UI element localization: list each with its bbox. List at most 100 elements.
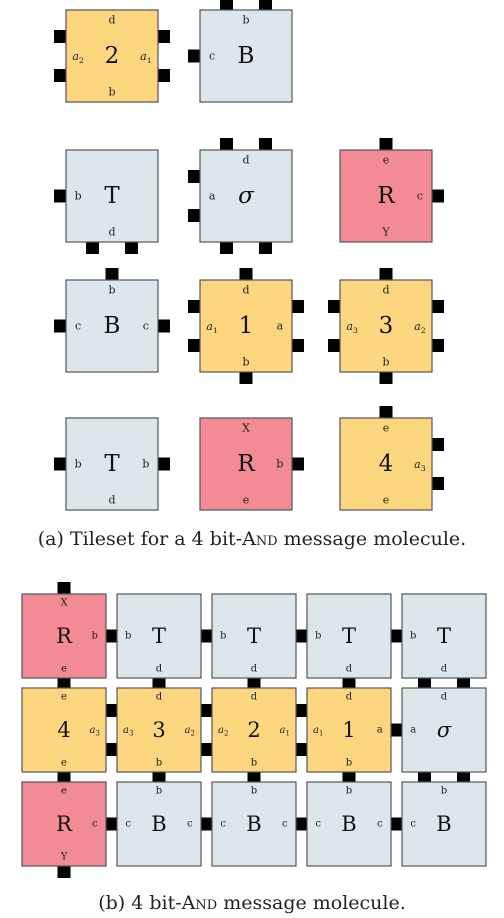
caption-molecule-and: And	[181, 892, 218, 914]
mol-b-4-north-label: b	[441, 786, 447, 797]
tile-3-glue-north-0	[379, 268, 393, 280]
mol-3-body	[116, 687, 202, 773]
mol-1-label: 1	[342, 718, 355, 742]
mol-b-3-east-label: c	[377, 819, 383, 830]
tile-sigma: σda	[199, 149, 293, 243]
bond-v1-c0-0	[57, 770, 71, 784]
tile-2-east-label: a1	[140, 50, 151, 65]
tile-r-2-label: R	[237, 451, 255, 477]
mol-sigma: σda	[401, 687, 487, 773]
bond-v0-c0-0	[57, 676, 71, 690]
tile-2-south-label: b	[108, 85, 115, 98]
bond-v1-c2-0	[247, 770, 261, 784]
mol-2-south-label: b	[251, 757, 257, 768]
mol-1-body	[306, 687, 392, 773]
mol-t-4: Tdb	[401, 593, 487, 679]
bond-v0-c2-0	[247, 676, 261, 690]
mol-t-1-label: T	[152, 624, 166, 648]
mol-2-west-label: a2	[218, 725, 228, 738]
caption-molecule-suffix: message molecule.	[217, 892, 406, 914]
bond-r0-c1-0	[199, 629, 214, 643]
mol-r-top-body	[21, 593, 107, 679]
tile-r-2-glue-east-0	[292, 457, 304, 471]
tile-3-north-label: d	[382, 284, 389, 297]
tile-b-mid-label: B	[104, 313, 121, 339]
tile-b-mid-east-label: c	[143, 320, 149, 333]
mol-t-4-south-label: d	[441, 663, 448, 674]
tile-3-west-label: a3	[346, 320, 358, 335]
bond-v0-c1-0	[152, 676, 166, 690]
tile-t-1-west-label: b	[75, 190, 82, 203]
mol-2-east-label: a1	[280, 725, 290, 738]
tile-t-2-label: T	[104, 451, 120, 477]
tile-r-1-south-label: Y	[381, 225, 390, 238]
tile-t-1-glue-south-0	[86, 242, 99, 254]
mol-4-east-label: a3	[90, 725, 100, 738]
tile-r-1-body	[339, 149, 433, 243]
mol-t-2-south-label: d	[251, 663, 258, 674]
mol-t-4-label: T	[437, 624, 451, 648]
mol-b-1-west-label: c	[125, 819, 131, 830]
mol-b-2-body	[211, 781, 297, 867]
tile-3-label: 3	[379, 313, 394, 339]
tile-b-top-label: B	[238, 43, 255, 69]
bond-r1-c1-0	[199, 704, 214, 717]
tile-3-body	[339, 279, 433, 373]
mol-r-top-north-label: X	[60, 598, 68, 609]
tile-sigma-label: σ	[238, 183, 255, 209]
tile-1-label: 1	[239, 313, 254, 339]
tile-b-top: Bbc	[199, 9, 293, 103]
mol-b-3-label: B	[341, 812, 356, 836]
tile-2-north-label: d	[108, 14, 115, 27]
tile-1-north-label: d	[242, 284, 249, 297]
tile-r-1-label: R	[377, 183, 395, 209]
tile-t-1-south-label: d	[108, 225, 115, 238]
tile-1-glue-north-0	[239, 268, 253, 280]
bond-v1-c4-1	[457, 770, 470, 784]
tile-t-2-glue-west-0	[54, 457, 66, 471]
tile-b-mid-body	[65, 279, 159, 373]
caption-tileset-and: And	[242, 528, 278, 550]
tile-4-body	[339, 417, 433, 511]
tile-1-glue-south-0	[239, 372, 253, 384]
tile-4-east-label: a3	[414, 458, 426, 473]
tile-1-south-label: b	[242, 355, 249, 368]
tile-1-glue-west-1	[188, 339, 200, 352]
mol-4-south-label: e	[61, 757, 67, 768]
tile-r-1-glue-north-0	[379, 138, 393, 150]
tile-4-label: 4	[379, 451, 394, 477]
mol-t-1-body	[116, 593, 202, 679]
mol-t-3-south-label: d	[346, 663, 353, 674]
mol-3-south-label: b	[156, 757, 162, 768]
tile-sigma-glue-north-0	[220, 138, 233, 150]
mol-2-label: 2	[247, 718, 260, 742]
mol-t-4-body	[401, 593, 487, 679]
mol-r-top-glue-north-0	[57, 582, 71, 594]
caption-tileset-prefix: (a) Tileset for a 4 bit-	[37, 528, 243, 550]
tile-2-body	[65, 9, 159, 103]
mol-b-4-label: B	[436, 812, 451, 836]
tile-b-top-north-label: b	[242, 14, 249, 27]
tile-t-1-glue-south-1	[125, 242, 138, 254]
tile-r-2-south-label: e	[243, 493, 250, 506]
mol-r-top-label: R	[56, 624, 73, 648]
mol-b-4: Bbc	[401, 781, 487, 867]
mol-b-1-label: B	[151, 812, 166, 836]
tile-sigma-body	[199, 149, 293, 243]
bond-v0-c3-0	[342, 676, 356, 690]
mol-sigma-west-label: a	[410, 725, 416, 736]
tile-t-2-body	[65, 417, 159, 511]
tile-r-1-north-label: e	[383, 154, 390, 167]
mol-1-south-label: b	[346, 757, 352, 768]
mol-t-2-west-label: b	[220, 631, 226, 642]
mol-4-label: 4	[57, 718, 70, 742]
mol-r-bottom-south-label: Y	[60, 851, 68, 862]
